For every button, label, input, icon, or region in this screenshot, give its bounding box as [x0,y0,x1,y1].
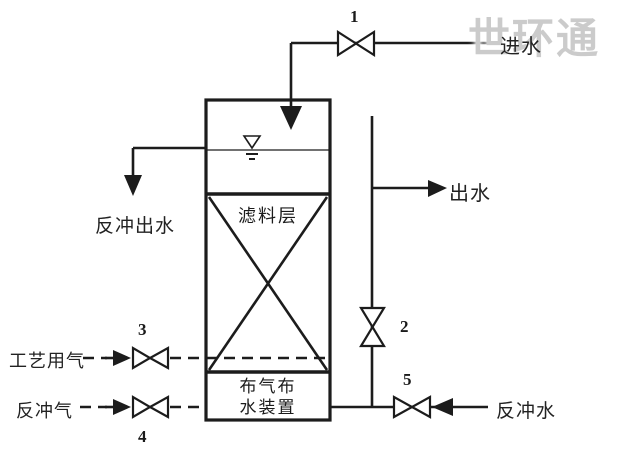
watermark: 世环通 [468,15,601,62]
tank-outline [204,98,332,422]
label-distributor-line1: 布气布 [239,377,297,396]
label-outlet-water: 出水 [449,183,491,205]
valve-3-number: 3 [138,320,147,339]
valve-2 [359,306,386,348]
filter-bed-diagonal-2 [207,196,329,371]
label-backwash-water: 反冲水 [496,401,557,422]
valve-4-number: 4 [138,427,147,446]
label-process-gas: 工艺用气 [9,351,85,371]
label-distributor: 布气布 水装置 [206,376,330,418]
valve-5 [392,395,432,419]
backwash-outlet-arrowhead [124,175,142,196]
valve-3 [131,346,170,370]
label-inlet-water: 进水 [500,36,542,58]
valve-1 [336,29,376,58]
process-gas-arrowhead [113,350,131,366]
valve-2-number: 2 [400,317,409,336]
backwash-gas-arrowhead [113,399,131,415]
outlet-arrowhead [428,180,447,197]
water-level-symbol [242,135,262,160]
label-filter-layer: 滤料层 [238,206,298,226]
valve-1-number: 1 [350,7,359,26]
valve-4 [131,395,170,419]
label-backwash-gas: 反冲气 [16,401,73,421]
backwash-water-arrowhead [432,398,453,416]
inlet-arrowhead [280,106,302,130]
label-distributor-line2: 水装置 [239,398,297,417]
valve-5-number: 5 [403,370,412,389]
water-level-triangle [242,135,262,150]
label-backwash-outlet-water: 反冲出水 [95,216,176,237]
